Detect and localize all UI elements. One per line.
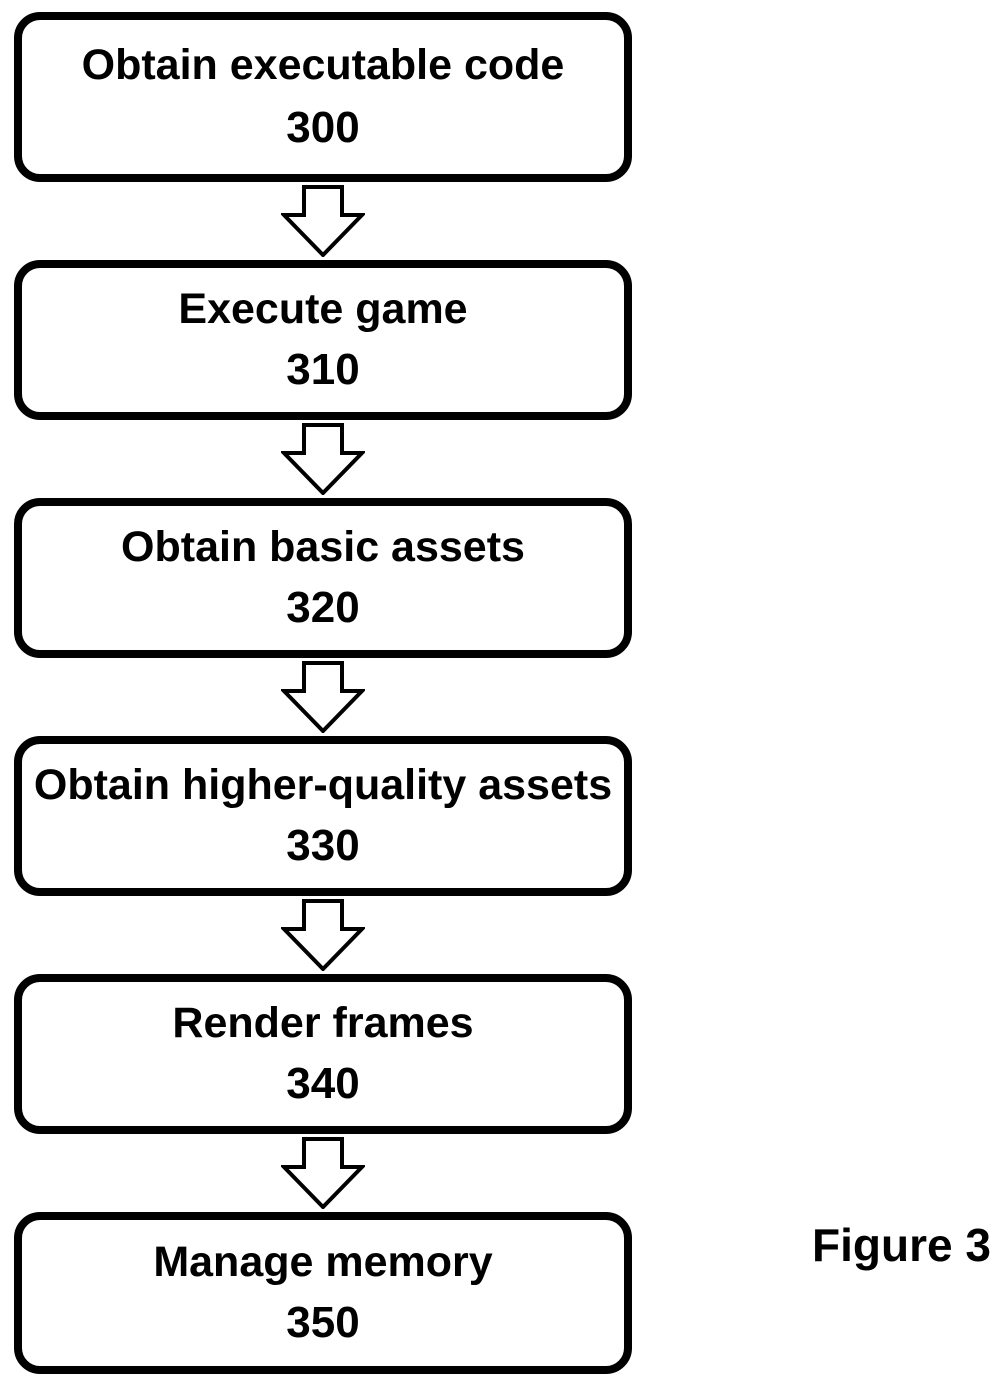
down-block-arrow-icon	[281, 899, 365, 971]
flow-step-obtain-higher-quality-assets: Obtain higher-quality assets 330	[14, 736, 632, 896]
step-label: Obtain basic assets	[121, 523, 525, 572]
connector-1	[281, 182, 365, 260]
step-number: 310	[286, 344, 360, 394]
step-label: Execute game	[178, 285, 468, 334]
step-number: 340	[286, 1058, 360, 1108]
figure-caption: Figure 3	[812, 1219, 991, 1271]
step-number: 330	[286, 820, 360, 870]
step-label: Obtain higher-quality assets	[33, 761, 613, 810]
flow-step-obtain-basic-assets: Obtain basic assets 320	[14, 498, 632, 658]
step-label: Manage memory	[153, 1238, 493, 1286]
step-label: Obtain executable code	[81, 40, 565, 89]
flowchart: Obtain executable code 300 Execute game …	[14, 12, 632, 1374]
down-block-arrow-icon	[281, 185, 365, 257]
step-number: 350	[286, 1298, 360, 1347]
step-number: 320	[286, 582, 360, 632]
down-block-arrow-icon	[281, 661, 365, 733]
connector-3	[281, 658, 365, 736]
step-number: 300	[286, 103, 360, 153]
flow-step-obtain-executable-code: Obtain executable code 300	[14, 12, 632, 182]
connector-4	[281, 896, 365, 974]
down-block-arrow-icon	[281, 423, 365, 495]
connector-2	[281, 420, 365, 498]
flow-step-render-frames: Render frames 340	[14, 974, 632, 1134]
flow-step-manage-memory: Manage memory 350	[14, 1212, 632, 1374]
down-block-arrow-icon	[281, 1137, 365, 1209]
step-label: Render frames	[172, 999, 474, 1048]
flow-step-execute-game: Execute game 310	[14, 260, 632, 420]
connector-5	[281, 1134, 365, 1212]
